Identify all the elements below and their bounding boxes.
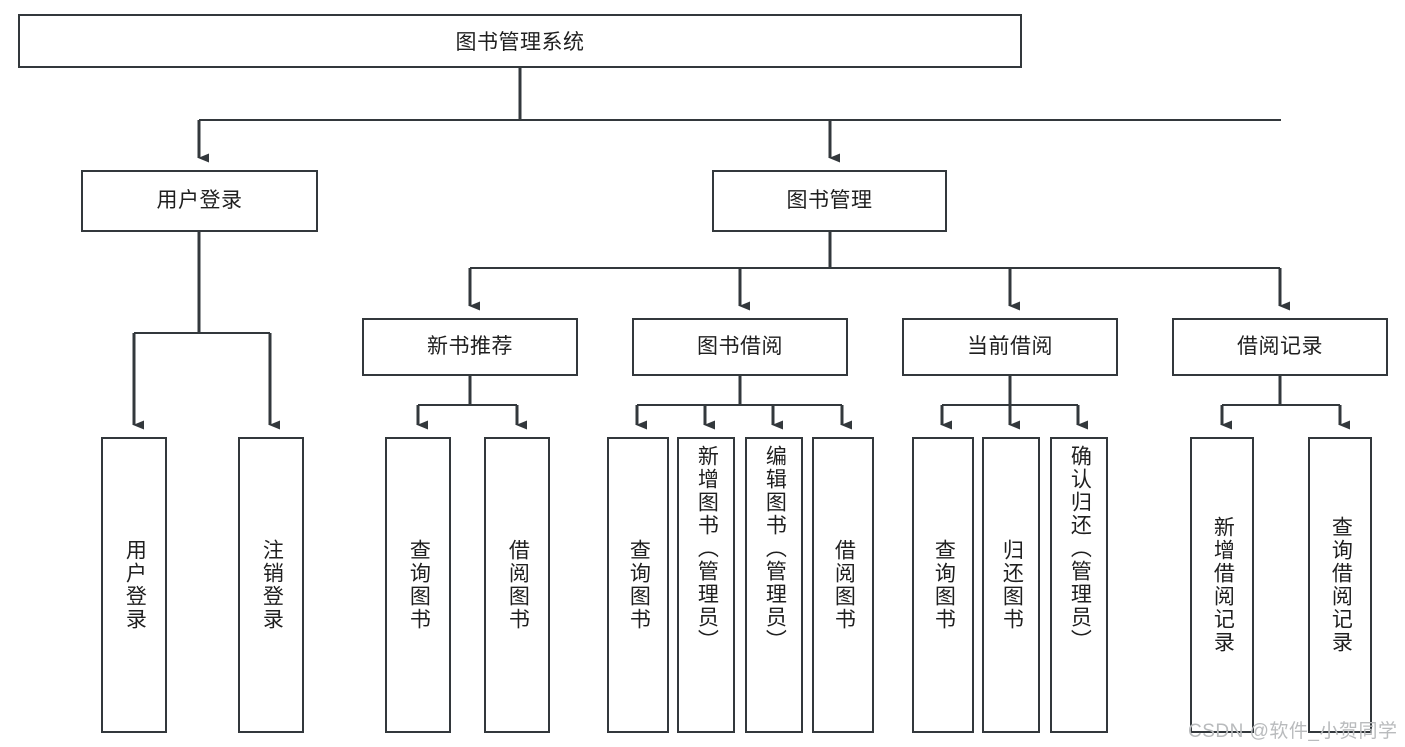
leaf-current-query-book[interactable]: 查询图书 (912, 437, 974, 733)
leaf-current-confirm-return[interactable]: 确认归还（管理员） (1050, 437, 1108, 733)
node-user-login-label: 用户登录 (156, 189, 243, 213)
leaf-record-query-record-label: 查询借阅记录 (1329, 516, 1353, 654)
node-book-borrow[interactable]: 图书借阅 (632, 318, 848, 376)
leaf-user-login-logout[interactable]: 注销登录 (238, 437, 304, 733)
leaf-record-add-record-label: 新增借阅记录 (1211, 516, 1235, 654)
node-borrow-record[interactable]: 借阅记录 (1172, 318, 1388, 376)
node-root[interactable]: 图书管理系统 (18, 14, 1022, 68)
leaf-current-return-book[interactable]: 归还图书 (982, 437, 1040, 733)
leaf-borrow-query-book[interactable]: 查询图书 (607, 437, 669, 733)
leaf-borrow-edit-book-label: 编辑图书（管理员） (763, 445, 787, 652)
node-new-book-recommend[interactable]: 新书推荐 (362, 318, 578, 376)
node-current-borrow[interactable]: 当前借阅 (902, 318, 1118, 376)
leaf-current-query-book-label: 查询图书 (932, 539, 956, 631)
node-new-book-recommend-label: 新书推荐 (427, 335, 513, 359)
node-book-management-label: 图书管理 (786, 189, 873, 213)
leaf-user-login-login-label: 用户登录 (123, 539, 147, 631)
leaf-record-add-record[interactable]: 新增借阅记录 (1190, 437, 1254, 733)
leaf-current-return-book-label: 归还图书 (1000, 539, 1024, 631)
node-book-borrow-label: 图书借阅 (697, 335, 783, 359)
watermark-text: CSDN @软件_小贺同学 (1188, 721, 1398, 742)
node-borrow-record-label: 借阅记录 (1237, 335, 1323, 359)
leaf-borrow-edit-book[interactable]: 编辑图书（管理员） (745, 437, 803, 733)
leaf-borrow-query-book-label: 查询图书 (627, 539, 651, 631)
leaf-user-login-login[interactable]: 用户登录 (101, 437, 167, 733)
leaf-recommend-query-book[interactable]: 查询图书 (385, 437, 451, 733)
leaf-borrow-add-book[interactable]: 新增图书（管理员） (677, 437, 735, 733)
leaf-borrow-add-book-label: 新增图书（管理员） (695, 445, 719, 652)
leaf-recommend-query-book-label: 查询图书 (407, 539, 431, 631)
node-root-label: 图书管理系统 (455, 31, 585, 54)
leaf-current-confirm-return-label: 确认归还（管理员） (1068, 445, 1092, 652)
leaf-recommend-borrow-book[interactable]: 借阅图书 (484, 437, 550, 733)
leaf-user-login-logout-label: 注销登录 (260, 539, 284, 631)
node-user-login[interactable]: 用户登录 (81, 170, 318, 232)
leaf-record-query-record[interactable]: 查询借阅记录 (1308, 437, 1372, 733)
leaf-borrow-borrow-book-label: 借阅图书 (832, 539, 856, 631)
leaf-borrow-borrow-book[interactable]: 借阅图书 (812, 437, 874, 733)
leaf-recommend-borrow-book-label: 借阅图书 (506, 539, 530, 631)
node-book-management[interactable]: 图书管理 (712, 170, 947, 232)
node-current-borrow-label: 当前借阅 (967, 335, 1053, 359)
